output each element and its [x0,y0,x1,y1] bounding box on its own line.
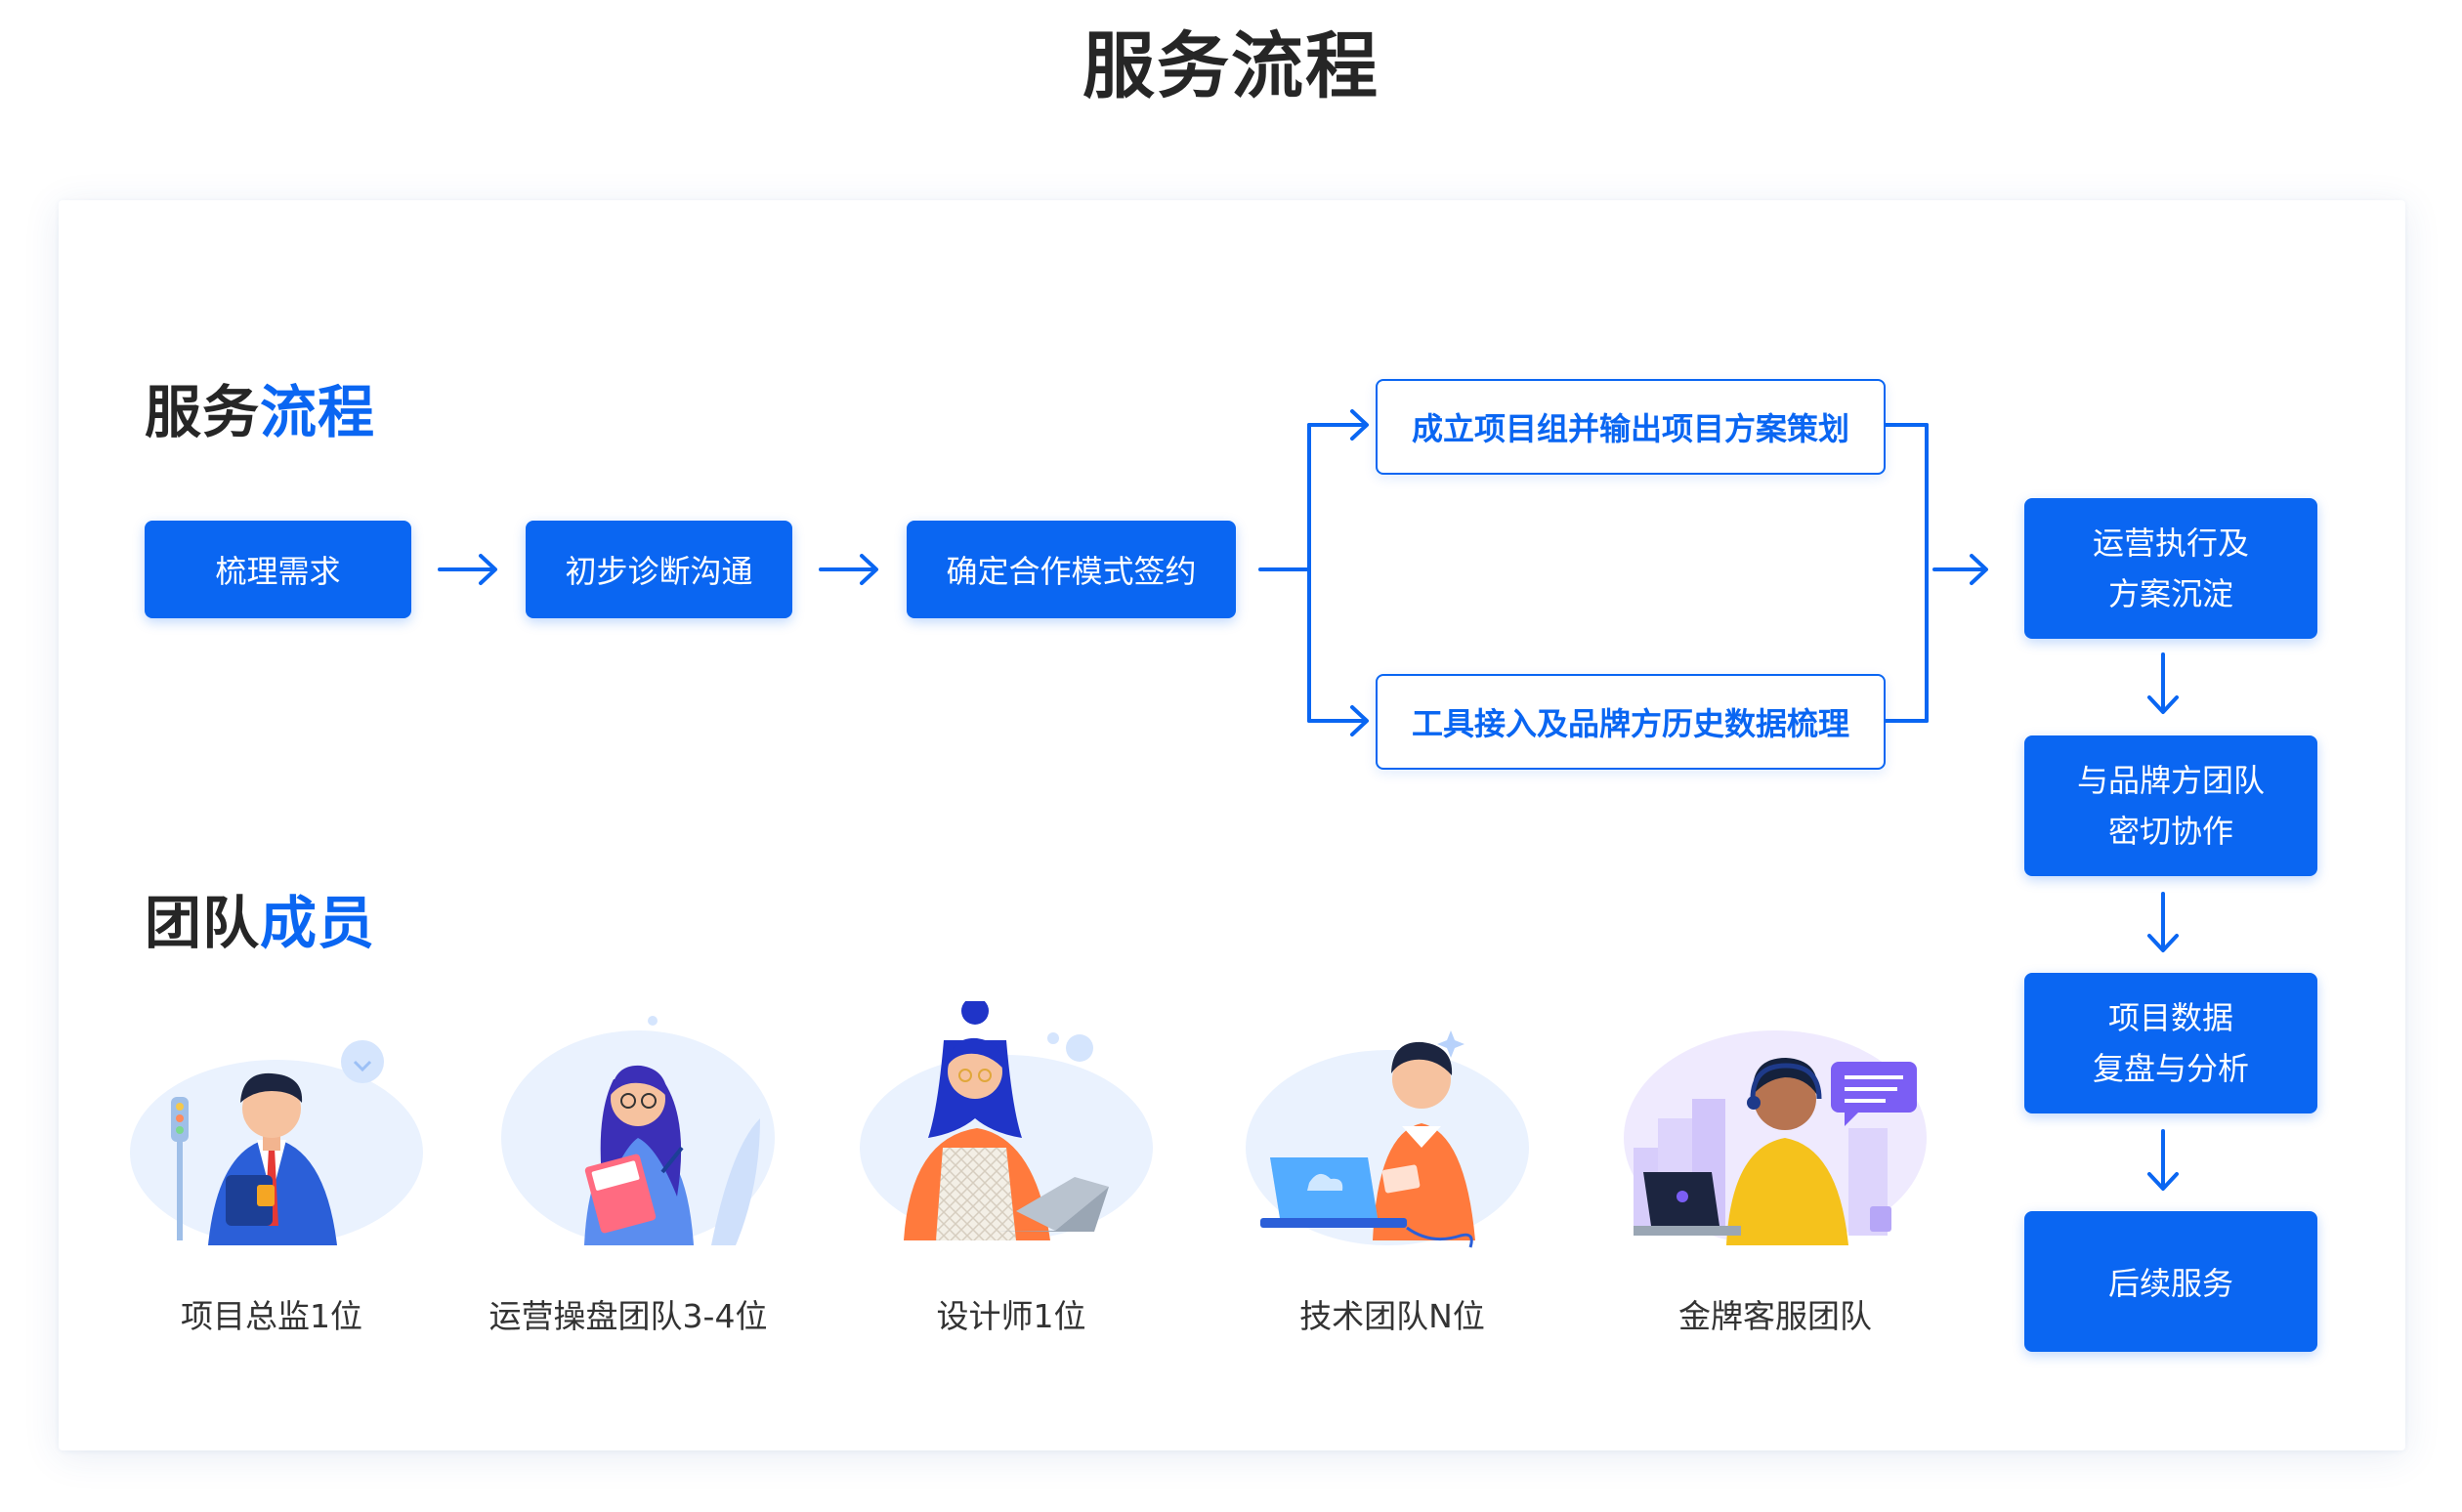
team-member-designer: 设计师1位 [850,1001,1172,1337]
process-section-title: 服务流程 [145,366,375,448]
manager-illustration-icon [130,1040,423,1245]
branch-box-tool-integration: 工具接入及品牌方历史数据梳理 [1376,674,1886,770]
developer-illustration-icon [1246,1030,1529,1248]
page-title: 服务流程 [1082,24,1380,108]
arrow-merge-branches [1876,423,1988,723]
team-member-label: 项目总监1位 [181,1297,362,1335]
column-box-aftercare: 后续服务 [2024,1211,2317,1352]
customer-service-illustration-icon [1624,1030,1927,1245]
arrow-step2-step3 [819,554,878,585]
team-member-label: 设计师1位 [936,1297,1086,1335]
team-section-title: 团队成员 [145,877,375,959]
team-member-label: 技术团队N位 [1299,1297,1485,1335]
arrow-down-3 [2147,1129,2179,1191]
step-box-diagnosis: 初步诊断沟通 [526,521,792,618]
team-title-accent: 成员 [260,890,376,956]
arrow-down-1 [2147,652,2179,714]
column-box-collaboration-line2: 密切协作 [2107,813,2233,850]
content-card [59,200,2405,1450]
step-box-contract: 确定合作模式签约 [907,521,1236,618]
branch-box-project-team: 成立项目组并输出项目方案策划 [1376,379,1886,475]
team-member-label: 运营操盘团队3-4位 [488,1297,768,1335]
team-member-label: 金牌客服团队 [1678,1297,1872,1335]
operator-illustration-icon [501,1016,775,1245]
arrow-step1-step2 [438,554,497,585]
column-box-review: 项目数据复盘与分析 [2024,973,2317,1113]
column-box-collaboration: 与品牌方团队密切协作 [2024,735,2317,876]
team-member-customer-service: 金牌客服团队 [1614,1001,1936,1337]
arrow-split-branches [1258,409,1369,736]
column-box-review-line2: 复盘与分析 [2092,1050,2249,1087]
column-box-collaboration-line1: 与品牌方团队 [2076,762,2265,799]
team-member-developer: 技术团队N位 [1231,1001,1553,1337]
team-member-manager: 项目总监1位 [110,1001,433,1337]
team-member-operator: 运营操盘团队3-4位 [467,1001,789,1337]
designer-illustration-icon [860,1001,1153,1240]
arrow-down-2 [2147,892,2179,952]
column-box-operation: 运营执行及方案沉淀 [2024,498,2317,639]
column-box-operation-line1: 运营执行及 [2092,525,2249,562]
step-box-requirements: 梳理需求 [145,521,411,618]
process-title-accent: 流程 [260,379,376,445]
column-box-operation-line2: 方案沉淀 [2107,575,2233,612]
process-title-main: 服务 [145,379,261,445]
column-box-review-line1: 项目数据 [2107,999,2233,1036]
team-title-main: 团队 [145,890,261,956]
